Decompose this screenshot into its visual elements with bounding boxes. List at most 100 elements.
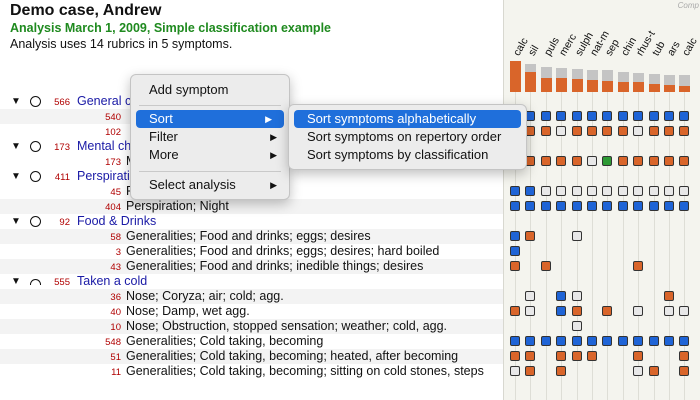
remedy-grade-cell[interactable] [648,336,659,346]
remedy-grade-cell[interactable] [525,186,536,196]
remedy-grade-cell[interactable] [525,351,536,361]
remedy-grade-cell[interactable] [617,336,628,346]
remedy-grade-cell[interactable] [587,186,597,196]
rubric-row[interactable]: 102 [0,124,503,139]
remedy-grade-cell[interactable] [664,156,674,166]
remedy-grade-cell[interactable] [556,291,567,301]
remedy-grade-cell[interactable] [679,306,690,316]
remedy-grade-cell[interactable] [617,156,628,166]
menu-item-more[interactable]: More▶ [149,147,277,162]
remedy-grade-cell[interactable] [617,186,628,196]
remedy-grade-cell[interactable] [571,111,582,121]
remedy-grade-cell[interactable] [648,126,659,136]
remedy-grade-cell[interactable] [540,186,551,196]
remedy-grade-cell[interactable] [556,366,567,376]
remedy-grade-cell[interactable] [510,336,520,346]
remedy-grade-cell[interactable] [587,201,597,211]
menu-item-sort-classification[interactable]: Sort symptoms by classification [307,147,489,162]
menu-item-sort-alphabetically[interactable]: Sort symptoms alphabetically [294,110,521,128]
menu-item-add-symptom[interactable]: Add symptom [149,82,229,97]
remedy-grade-cell[interactable] [633,126,644,136]
remedy-grade-cell[interactable] [540,126,551,136]
remedy-grade-cell[interactable] [540,336,551,346]
remedy-grade-cell[interactable] [679,201,690,211]
disclosure-triangle-icon[interactable]: ▼ [11,141,21,152]
remedy-grade-cell[interactable] [571,201,582,211]
remedy-grade-cell[interactable] [602,126,613,136]
remedy-grade-cell[interactable] [602,306,613,316]
remedy-grade-cell[interactable] [633,261,644,271]
remedy-grade-cell[interactable] [525,201,536,211]
remedy-grade-cell[interactable] [587,336,597,346]
remedy-grade-cell[interactable] [571,291,582,301]
remedy-grade-cell[interactable] [540,201,551,211]
remedy-grade-cell[interactable] [556,111,567,121]
remedy-grade-cell[interactable] [510,186,520,196]
remedy-grade-cell[interactable] [587,156,597,166]
remedy-grade-cell[interactable] [571,306,582,316]
remedy-grade-cell[interactable] [664,126,674,136]
remedy-grade-cell[interactable] [679,126,690,136]
remedy-grade-cell[interactable] [679,351,690,361]
remedy-grade-cell[interactable] [525,306,536,316]
menu-item-select-analysis[interactable]: Select analysis▶ [149,177,277,192]
remedy-grade-cell[interactable] [633,336,644,346]
remedy-grade-cell[interactable] [679,156,690,166]
remedy-grade-cell[interactable] [571,336,582,346]
remedy-grade-cell[interactable] [633,351,644,361]
remedy-grade-cell[interactable] [540,111,551,121]
remedy-grade-cell[interactable] [633,186,644,196]
remedy-grade-cell[interactable] [602,156,613,166]
menu-item-sort-repertory-order[interactable]: Sort symptoms on repertory order [307,129,502,144]
remedy-grade-cell[interactable] [510,366,520,376]
remedy-grade-cell[interactable] [556,351,567,361]
remedy-grade-cell[interactable] [540,261,551,271]
remedy-grade-cell[interactable] [556,126,567,136]
remedy-grade-cell[interactable] [664,186,674,196]
remedy-grade-cell[interactable] [571,126,582,136]
remedy-label[interactable]: sil [526,43,542,58]
remedy-label[interactable]: calc [680,35,700,58]
remedy-grade-cell[interactable] [679,186,690,196]
remedy-grade-cell[interactable] [571,156,582,166]
remedy-grade-cell[interactable] [510,246,520,256]
remedy-grade-cell[interactable] [571,351,582,361]
remedy-grade-cell[interactable] [633,306,644,316]
remedy-grade-cell[interactable] [602,201,613,211]
remedy-grade-cell[interactable] [510,351,520,361]
remedy-grade-cell[interactable] [633,111,644,121]
remedy-grade-cell[interactable] [525,231,536,241]
remedy-grade-cell[interactable] [587,126,597,136]
remedy-grade-cell[interactable] [664,291,674,301]
disclosure-triangle-icon[interactable]: ▼ [11,171,21,182]
remedy-grade-cell[interactable] [556,186,567,196]
remedy-grade-cell[interactable] [664,201,674,211]
remedy-grade-cell[interactable] [525,366,536,376]
remedy-grade-cell[interactable] [540,156,551,166]
remedy-grade-cell[interactable] [587,111,597,121]
disclosure-triangle-icon[interactable]: ▼ [11,276,21,287]
remedy-grade-cell[interactable] [633,156,644,166]
remedy-grade-cell[interactable] [571,321,582,331]
remedy-grade-cell[interactable] [679,336,690,346]
remedy-grade-cell[interactable] [556,306,567,316]
remedy-grade-cell[interactable] [648,201,659,211]
disclosure-triangle-icon[interactable]: ▼ [11,216,21,227]
remedy-grade-cell[interactable] [648,111,659,121]
remedy-grade-cell[interactable] [664,306,674,316]
remedy-grade-cell[interactable] [571,186,582,196]
remedy-grade-cell[interactable] [510,231,520,241]
remedy-grade-cell[interactable] [525,336,536,346]
remedy-grade-cell[interactable] [525,291,536,301]
